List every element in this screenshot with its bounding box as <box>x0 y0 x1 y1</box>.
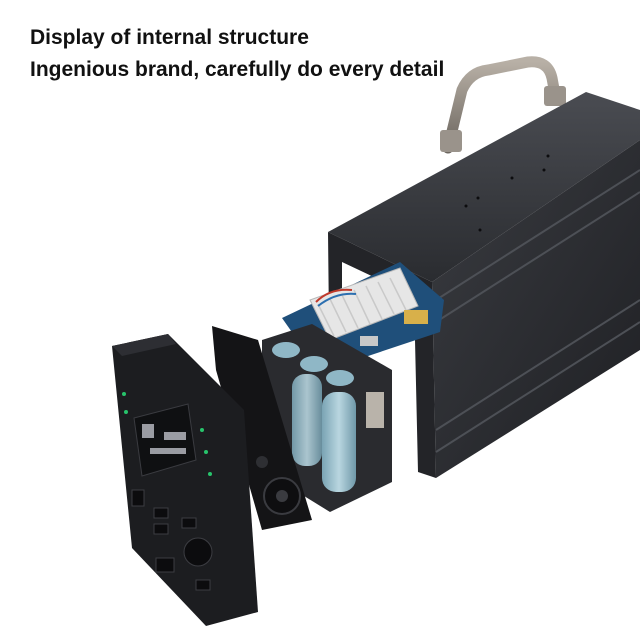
headline-line2: Ingenious brand, carefully do every deta… <box>30 58 445 81</box>
inner-bracket <box>212 326 312 530</box>
front-panel <box>112 334 258 626</box>
lcd-display-icon <box>133 403 197 477</box>
fan-icon <box>263 477 301 515</box>
headline-line1: Display of internal structure <box>30 26 309 49</box>
handle-icon <box>440 56 566 154</box>
